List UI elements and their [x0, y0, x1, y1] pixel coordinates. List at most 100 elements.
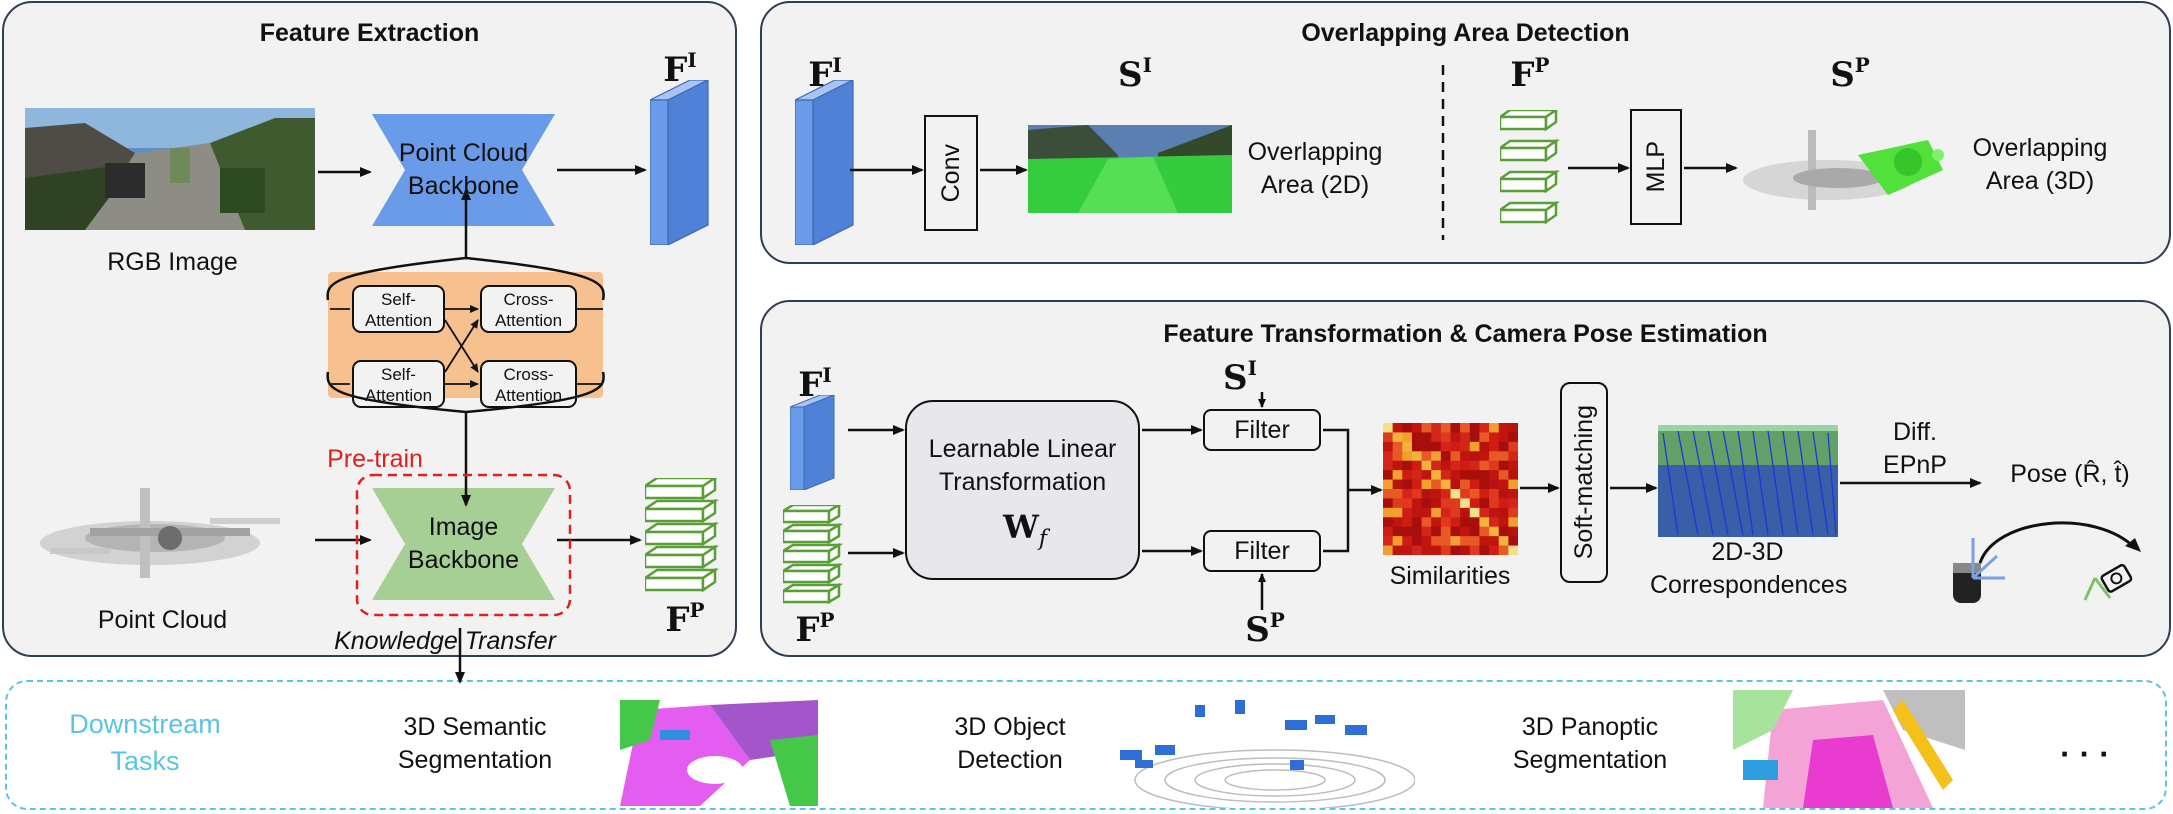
ellipsis-label: · · ·	[2060, 736, 2110, 772]
similarity-cell	[1440, 507, 1451, 518]
semantic-seg-image	[620, 700, 818, 806]
similarity-cell	[1489, 498, 1500, 509]
similarity-cell	[1508, 526, 1519, 537]
similarity-cell	[1450, 489, 1461, 499]
similarity-cell	[1489, 545, 1500, 556]
rgb-image	[25, 108, 315, 230]
fi-feature-map-transform	[789, 394, 835, 491]
similarity-cell	[1392, 470, 1403, 481]
similarity-cell	[1498, 526, 1509, 537]
similarity-matrix	[1383, 423, 1519, 556]
similarity-cell	[1402, 479, 1413, 490]
similarity-cell	[1479, 470, 1490, 481]
similarity-cell	[1450, 451, 1461, 462]
similarity-cell	[1498, 545, 1509, 556]
similarity-cell	[1383, 451, 1394, 462]
learnable-transform-box	[905, 400, 1140, 580]
fp-label-extraction: FP	[665, 598, 705, 640]
similarity-cell	[1450, 441, 1461, 452]
similarity-cell	[1469, 536, 1480, 547]
overlap-area-3d-label-1: Overlapping	[1972, 134, 2108, 162]
cross-attention-top: Cross-Attention	[480, 285, 577, 333]
similarity-cell	[1450, 423, 1461, 433]
sp-label-overlap: SP	[1830, 53, 1870, 95]
similarity-cell	[1383, 460, 1394, 471]
fp-feature-stack-overlap	[1496, 107, 1560, 225]
similarity-cell	[1469, 479, 1480, 490]
similarity-cell	[1440, 545, 1451, 556]
image-backbone	[372, 488, 555, 600]
similarity-cell	[1489, 460, 1500, 471]
similarity-cell	[1508, 545, 1519, 556]
similarity-cell	[1411, 545, 1423, 556]
similarity-cell	[1508, 536, 1519, 547]
task-semantic-seg-label-2: Segmentation	[397, 746, 553, 774]
similarity-cell	[1469, 432, 1480, 443]
similarity-cell	[1469, 451, 1480, 462]
similarity-cell	[1508, 451, 1519, 462]
similarity-cell	[1489, 517, 1500, 528]
similarity-cell	[1450, 507, 1461, 518]
similarity-cell	[1411, 507, 1423, 518]
similarity-cell	[1489, 479, 1500, 490]
similarity-cell	[1402, 460, 1413, 471]
point-cloud-label: Point Cloud	[97, 606, 228, 634]
epnp-label-1: Diff.	[1893, 418, 1937, 446]
similarity-cell	[1421, 470, 1432, 481]
similarity-cell	[1498, 498, 1509, 509]
similarity-cell	[1508, 470, 1519, 481]
correspondences-label-2: Correspondences	[1650, 571, 1848, 599]
feature-transform-title: Feature Transformation & Camera Pose Est…	[1163, 320, 1768, 348]
point-cloud-image	[30, 448, 305, 603]
similarity-cell	[1383, 479, 1394, 490]
fp-feature-stack-extraction	[640, 475, 720, 598]
similarity-cell	[1450, 545, 1461, 556]
similarity-cell	[1450, 536, 1461, 547]
similarity-cell	[1411, 498, 1423, 509]
similarity-cell	[1508, 460, 1519, 471]
similarity-cell	[1440, 432, 1451, 443]
similarity-cell	[1508, 479, 1519, 490]
similarity-cell	[1440, 423, 1451, 433]
filter-box-top: Filter	[1203, 409, 1321, 451]
image-backbone-label-2: Backbone	[407, 546, 520, 574]
similarity-cell	[1450, 432, 1461, 443]
similarity-cell	[1402, 489, 1413, 499]
similarity-cell	[1460, 451, 1471, 462]
similarity-cell	[1489, 423, 1500, 433]
similarity-cell	[1411, 489, 1423, 499]
image-backbone-label-1: Image	[428, 513, 499, 541]
similarity-cell	[1402, 536, 1413, 547]
similarity-cell	[1421, 489, 1432, 499]
similarity-cell	[1440, 498, 1451, 509]
similarity-cell	[1460, 507, 1471, 518]
downstream-tasks-panel	[5, 680, 2167, 810]
similarity-cell	[1498, 479, 1509, 490]
similarity-cell	[1383, 441, 1394, 452]
similarity-cell	[1440, 489, 1451, 499]
similarity-cell	[1431, 423, 1442, 433]
similarity-cell	[1479, 479, 1490, 490]
similarity-cell	[1460, 423, 1471, 433]
similarity-cell	[1392, 432, 1403, 443]
similarity-cell	[1489, 526, 1500, 537]
similarity-cell	[1460, 489, 1471, 499]
similarity-cell	[1421, 451, 1432, 462]
similarity-cell	[1411, 432, 1423, 443]
similarity-cell	[1421, 441, 1432, 452]
similarity-cell	[1498, 441, 1509, 452]
similarity-cell	[1460, 470, 1471, 481]
similarities-label: Similarities	[1389, 562, 1511, 590]
similarity-cell	[1411, 451, 1423, 462]
similarity-cell	[1450, 479, 1461, 490]
similarity-cell	[1469, 507, 1480, 518]
similarity-cell	[1383, 423, 1394, 433]
similarity-cell	[1392, 441, 1403, 452]
similarity-cell	[1392, 507, 1403, 518]
fp-label-overlap: FP	[1510, 53, 1550, 95]
similarity-cell	[1508, 507, 1519, 518]
similarity-cell	[1421, 498, 1432, 509]
attn-bracket-bottom	[326, 371, 605, 414]
similarity-cell	[1431, 432, 1442, 443]
